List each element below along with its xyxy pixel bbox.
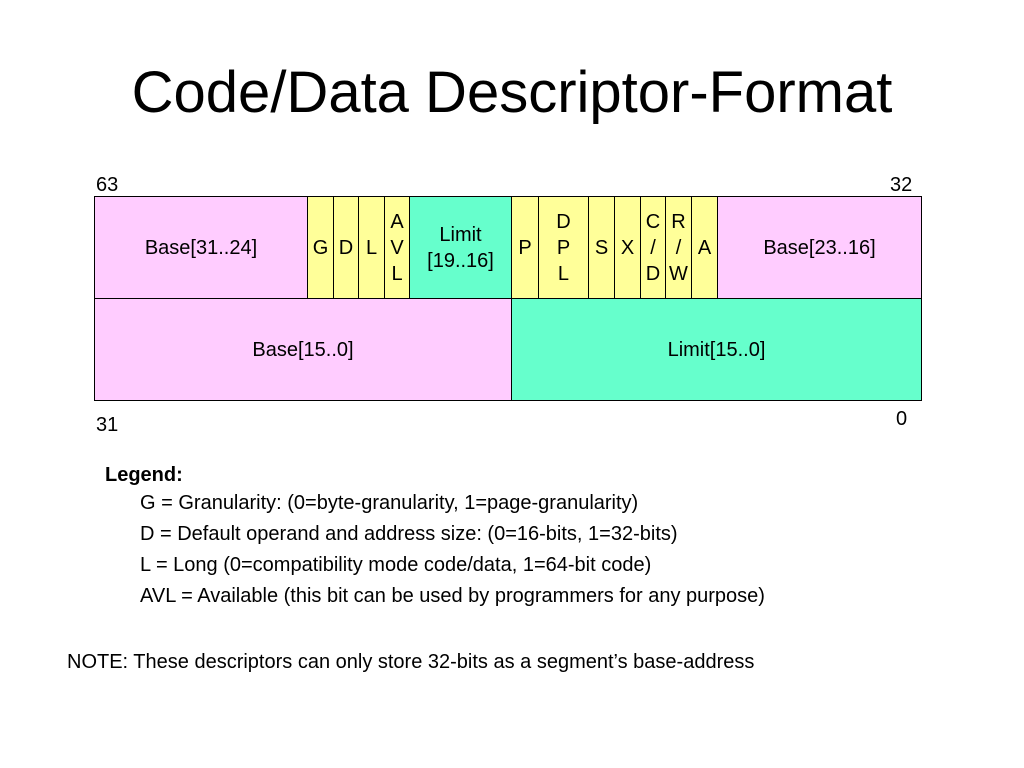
bit-label-32: 32 — [890, 174, 913, 196]
legend-item-avl: AVL = Available (this bit can be used by… — [140, 585, 765, 607]
field-base-23-16-label: Base[23..16] — [763, 236, 876, 259]
field-dpl: D P L — [538, 196, 589, 299]
field-x-label: X — [620, 236, 635, 259]
legend-item-d: D = Default operand and address size: (0… — [140, 523, 678, 545]
legend-item-g: G = Granularity: (0=byte-granularity, 1=… — [140, 492, 639, 514]
legend-item-l: L = Long (0=compatibility mode code/data… — [140, 554, 652, 576]
note: NOTE: These descriptors can only store 3… — [67, 651, 755, 673]
page-title: Code/Data Descriptor-Format — [131, 60, 893, 125]
field-rw-char: / — [675, 236, 682, 259]
field-limit-19-16-line: [19..16] — [427, 249, 494, 272]
field-base-15-0: Base[15..0] — [94, 298, 512, 401]
field-avl-char: A — [390, 210, 404, 233]
field-base-15-0-label: Base[15..0] — [252, 338, 354, 361]
field-g: G — [307, 196, 334, 299]
field-l: L — [358, 196, 385, 299]
bit-label-0: 0 — [896, 408, 908, 430]
field-rw-char: R — [671, 210, 686, 233]
field-d-label: D — [338, 236, 354, 259]
field-dpl-char: P — [556, 236, 571, 259]
field-dpl-char: D — [556, 210, 571, 233]
field-base-31-24: Base[31..24] — [94, 196, 308, 299]
field-limit-19-16: Limit [19..16] — [409, 196, 512, 299]
field-avl: A V L — [384, 196, 410, 299]
bit-label-31: 31 — [96, 414, 119, 436]
field-rw-char: W — [669, 262, 688, 285]
field-l-label: L — [365, 236, 378, 259]
field-base-31-24-label: Base[31..24] — [144, 236, 258, 259]
field-cd: C / D — [640, 196, 666, 299]
field-cd-char: / — [650, 236, 656, 259]
field-d: D — [333, 196, 359, 299]
legend-title: Legend: — [105, 464, 183, 486]
field-cd-char: D — [645, 262, 661, 285]
field-avl-char: V — [390, 236, 404, 259]
field-a-label: A — [697, 236, 712, 259]
field-x: X — [614, 196, 641, 299]
field-p: P — [511, 196, 539, 299]
field-avl-char: L — [391, 262, 403, 285]
legend: Legend: G = Granularity: (0=byte-granula… — [105, 462, 765, 612]
field-dpl-char: L — [557, 262, 570, 285]
field-s: S — [588, 196, 615, 299]
field-s-label: S — [594, 236, 609, 259]
field-limit-19-16-line: Limit — [439, 223, 482, 246]
field-g-label: G — [312, 236, 329, 259]
field-rw: R / W — [665, 196, 692, 299]
field-limit-15-0: Limit[15..0] — [511, 298, 922, 401]
field-limit-15-0-label: Limit[15..0] — [667, 338, 766, 361]
field-base-23-16: Base[23..16] — [717, 196, 922, 299]
field-a: A — [691, 196, 718, 299]
field-cd-char: C — [645, 210, 661, 233]
field-p-label: P — [518, 236, 532, 259]
bit-label-63: 63 — [96, 174, 119, 196]
